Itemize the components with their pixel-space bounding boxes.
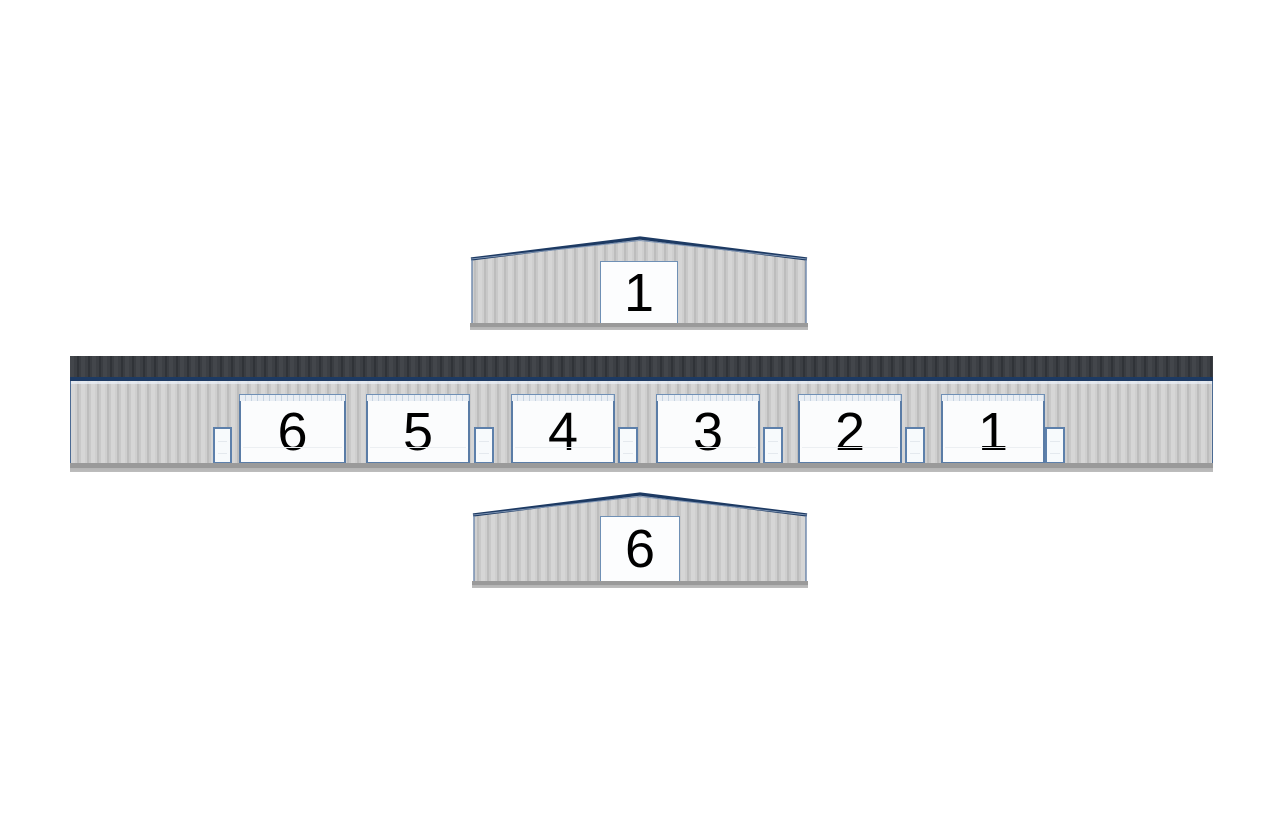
bay-door-3-seam [660,447,756,448]
personnel-door-2-seam [479,441,489,442]
eave-highlight [71,381,1212,384]
personnel-door-6-seam [1050,441,1060,442]
bay-door-4[interactable]: 4 [511,394,615,464]
front-elevation-long-building: 6 5 4 3 2 [70,356,1213,472]
gable-top-foundation [470,323,808,330]
bay-door-5[interactable]: 5 [366,394,470,464]
personnel-door-4-seam-2 [768,453,778,454]
gable-bottom-foundation [472,581,808,588]
bay-door-4-seam [515,447,611,448]
personnel-door-5-seam-2 [910,453,920,454]
roof-edge-line [70,377,1213,381]
building-wall: 6 5 4 3 2 [70,381,1213,464]
personnel-door-3[interactable] [618,427,638,464]
gable-top-bay-door[interactable]: 1 [600,261,678,324]
end-elevation-unit-1: 1 [468,236,810,330]
bay-door-6-label: 6 [277,401,308,462]
personnel-door-1-seam [218,441,227,442]
personnel-door-4-seam [768,441,778,442]
bay-door-3[interactable]: 3 [656,394,760,464]
end-elevation-unit-6: 6 [471,492,809,588]
bay-door-5-header [366,394,470,401]
personnel-door-6[interactable] [1045,427,1065,464]
gable-top-bay-label: 1 [623,262,655,323]
gable-top-roof-outline [470,236,808,324]
personnel-door-2-seam-2 [479,453,489,454]
personnel-door-5[interactable] [905,427,925,464]
personnel-door-3-seam-2 [623,453,633,454]
personnel-door-5-seam [910,441,920,442]
building-foundation [70,463,1213,472]
bay-door-4-header [511,394,615,401]
gable-bottom-bay-door[interactable]: 6 [600,516,680,582]
bay-door-3-label: 3 [692,401,724,462]
personnel-door-6-seam-2 [1050,453,1060,454]
personnel-door-2[interactable] [474,427,494,464]
gable-bottom-roof-outline [472,492,808,582]
bay-door-4-label: 4 [547,401,579,462]
bay-door-5-label: 5 [402,401,434,462]
bay-door-6-seam [243,447,342,448]
bay-door-2-seam [802,447,898,448]
roof-fascia-band [70,356,1213,377]
bay-door-2-label: 2 [834,401,866,462]
bay-door-5-seam [370,447,466,448]
bay-door-1[interactable]: 1 [941,394,1045,464]
personnel-door-1-seam-2 [218,453,227,454]
bay-door-6-header [239,394,346,401]
bay-door-1-seam [945,447,1041,448]
bay-door-1-label: 1 [977,401,1009,462]
personnel-door-1[interactable] [213,427,232,464]
bay-door-1-header [941,394,1045,401]
bay-door-6[interactable]: 6 [239,394,346,464]
bay-door-2[interactable]: 2 [798,394,902,464]
bay-door-2-header [798,394,902,401]
personnel-door-4[interactable] [763,427,783,464]
roof-fascia-texture [70,356,1213,377]
bay-door-3-header [656,394,760,401]
personnel-door-3-seam [623,441,633,442]
gable-bottom-bay-label: 6 [624,519,656,579]
